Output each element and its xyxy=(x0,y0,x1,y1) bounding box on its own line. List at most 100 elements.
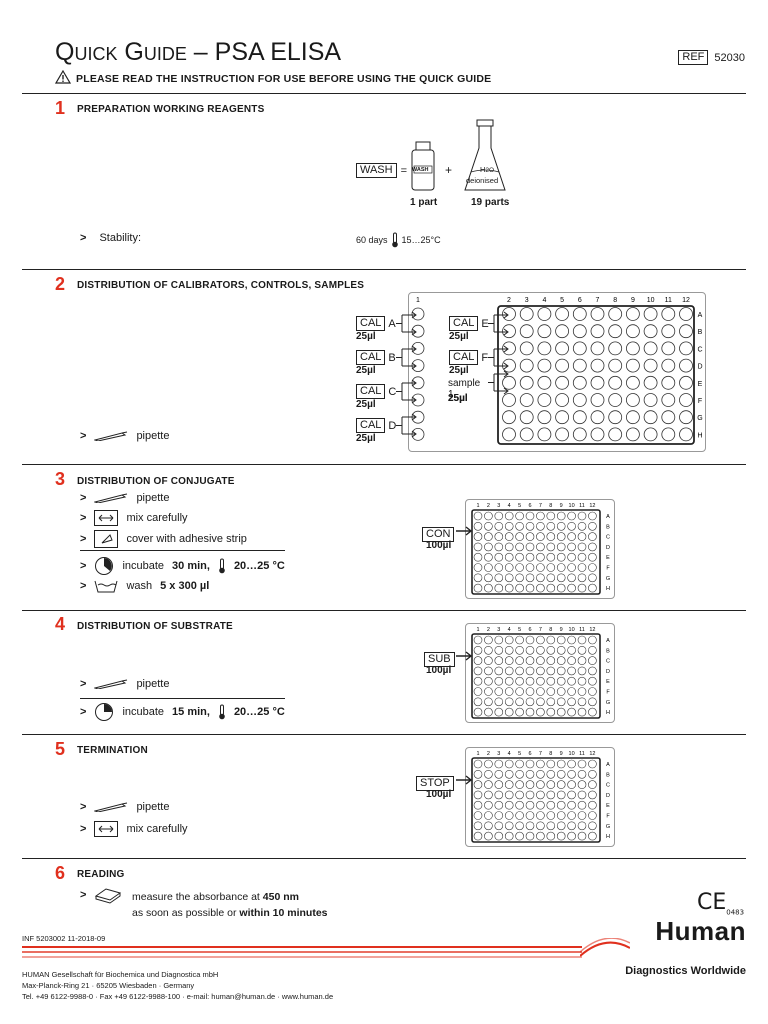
well xyxy=(609,428,622,441)
well xyxy=(495,688,503,696)
well xyxy=(578,657,586,665)
well xyxy=(538,308,551,321)
column-label: 9 xyxy=(560,627,563,633)
well xyxy=(578,646,586,654)
bracket-arrow-icon xyxy=(488,370,514,395)
well xyxy=(538,342,551,355)
well xyxy=(568,812,576,820)
mix-icon xyxy=(94,510,118,526)
well xyxy=(588,822,596,830)
well xyxy=(505,698,513,706)
well xyxy=(547,574,555,582)
row-label: F xyxy=(606,690,610,696)
well xyxy=(568,708,576,716)
column-label: 7 xyxy=(596,297,600,304)
well xyxy=(680,428,693,441)
well xyxy=(557,646,565,654)
well xyxy=(536,708,544,716)
well xyxy=(557,584,565,592)
row-label: E xyxy=(606,555,610,561)
well xyxy=(474,667,482,675)
well xyxy=(505,533,513,541)
cover-row: >cover with adhesive strip xyxy=(80,530,247,548)
well xyxy=(609,325,622,338)
well xyxy=(474,533,482,541)
well xyxy=(578,543,586,551)
row-label: G xyxy=(606,700,610,706)
well xyxy=(503,394,516,407)
well xyxy=(505,801,513,809)
well xyxy=(526,812,534,820)
well xyxy=(484,688,492,696)
well xyxy=(505,657,513,665)
well xyxy=(516,770,524,778)
row-label: F xyxy=(698,398,702,405)
well xyxy=(578,698,586,706)
well xyxy=(520,308,533,321)
bracket-arrow-icon xyxy=(396,379,422,404)
well xyxy=(495,791,503,799)
well xyxy=(484,574,492,582)
well xyxy=(474,801,482,809)
well xyxy=(516,781,524,789)
well xyxy=(516,667,524,675)
well xyxy=(680,342,693,355)
warning-line: PLEASE READ THE INSTRUCTION FOR USE BEFO… xyxy=(55,70,491,87)
row-label: E xyxy=(606,803,610,809)
well xyxy=(588,584,596,592)
well xyxy=(484,832,492,840)
column-label: 10 xyxy=(569,503,575,509)
row-label: E xyxy=(606,679,610,685)
well xyxy=(591,359,604,372)
well xyxy=(474,781,482,789)
well xyxy=(578,522,586,530)
well xyxy=(626,428,639,441)
well xyxy=(516,533,524,541)
step-number: 4 xyxy=(55,614,65,635)
well xyxy=(609,308,622,321)
well xyxy=(505,574,513,582)
well xyxy=(516,564,524,572)
well xyxy=(588,688,596,696)
column-label: 8 xyxy=(613,297,617,304)
well xyxy=(495,584,503,592)
well xyxy=(484,533,492,541)
well xyxy=(484,553,492,561)
well xyxy=(557,781,565,789)
well xyxy=(505,512,513,520)
well xyxy=(484,584,492,592)
well xyxy=(520,359,533,372)
column-label: 3 xyxy=(497,503,500,509)
well xyxy=(520,342,533,355)
well xyxy=(505,584,513,592)
well xyxy=(505,564,513,572)
well xyxy=(568,667,576,675)
well xyxy=(680,394,693,407)
well xyxy=(588,667,596,675)
well xyxy=(588,791,596,799)
well xyxy=(626,308,639,321)
well xyxy=(680,376,693,389)
well xyxy=(568,522,576,530)
row-label: H xyxy=(606,586,610,592)
ce-mark: CE0483 xyxy=(697,890,744,916)
well xyxy=(568,677,576,685)
row-label: B xyxy=(606,648,610,654)
well xyxy=(547,584,555,592)
well xyxy=(536,574,544,582)
well xyxy=(547,688,555,696)
well xyxy=(505,791,513,799)
pipette-row: > pipette xyxy=(80,430,169,442)
step-title: DISTRIBUTION OF CONJUGATE xyxy=(77,476,235,487)
well xyxy=(484,522,492,530)
incubate-row: >incubate30 min,20…25 °C xyxy=(80,556,285,576)
well xyxy=(557,533,565,541)
row-label: F xyxy=(606,566,610,572)
column-label: 10 xyxy=(647,297,655,304)
reading-row: > xyxy=(80,886,122,904)
bracket-arrow-icon xyxy=(488,345,514,370)
well xyxy=(495,677,503,685)
well xyxy=(495,657,503,665)
well xyxy=(536,584,544,592)
well xyxy=(516,553,524,561)
